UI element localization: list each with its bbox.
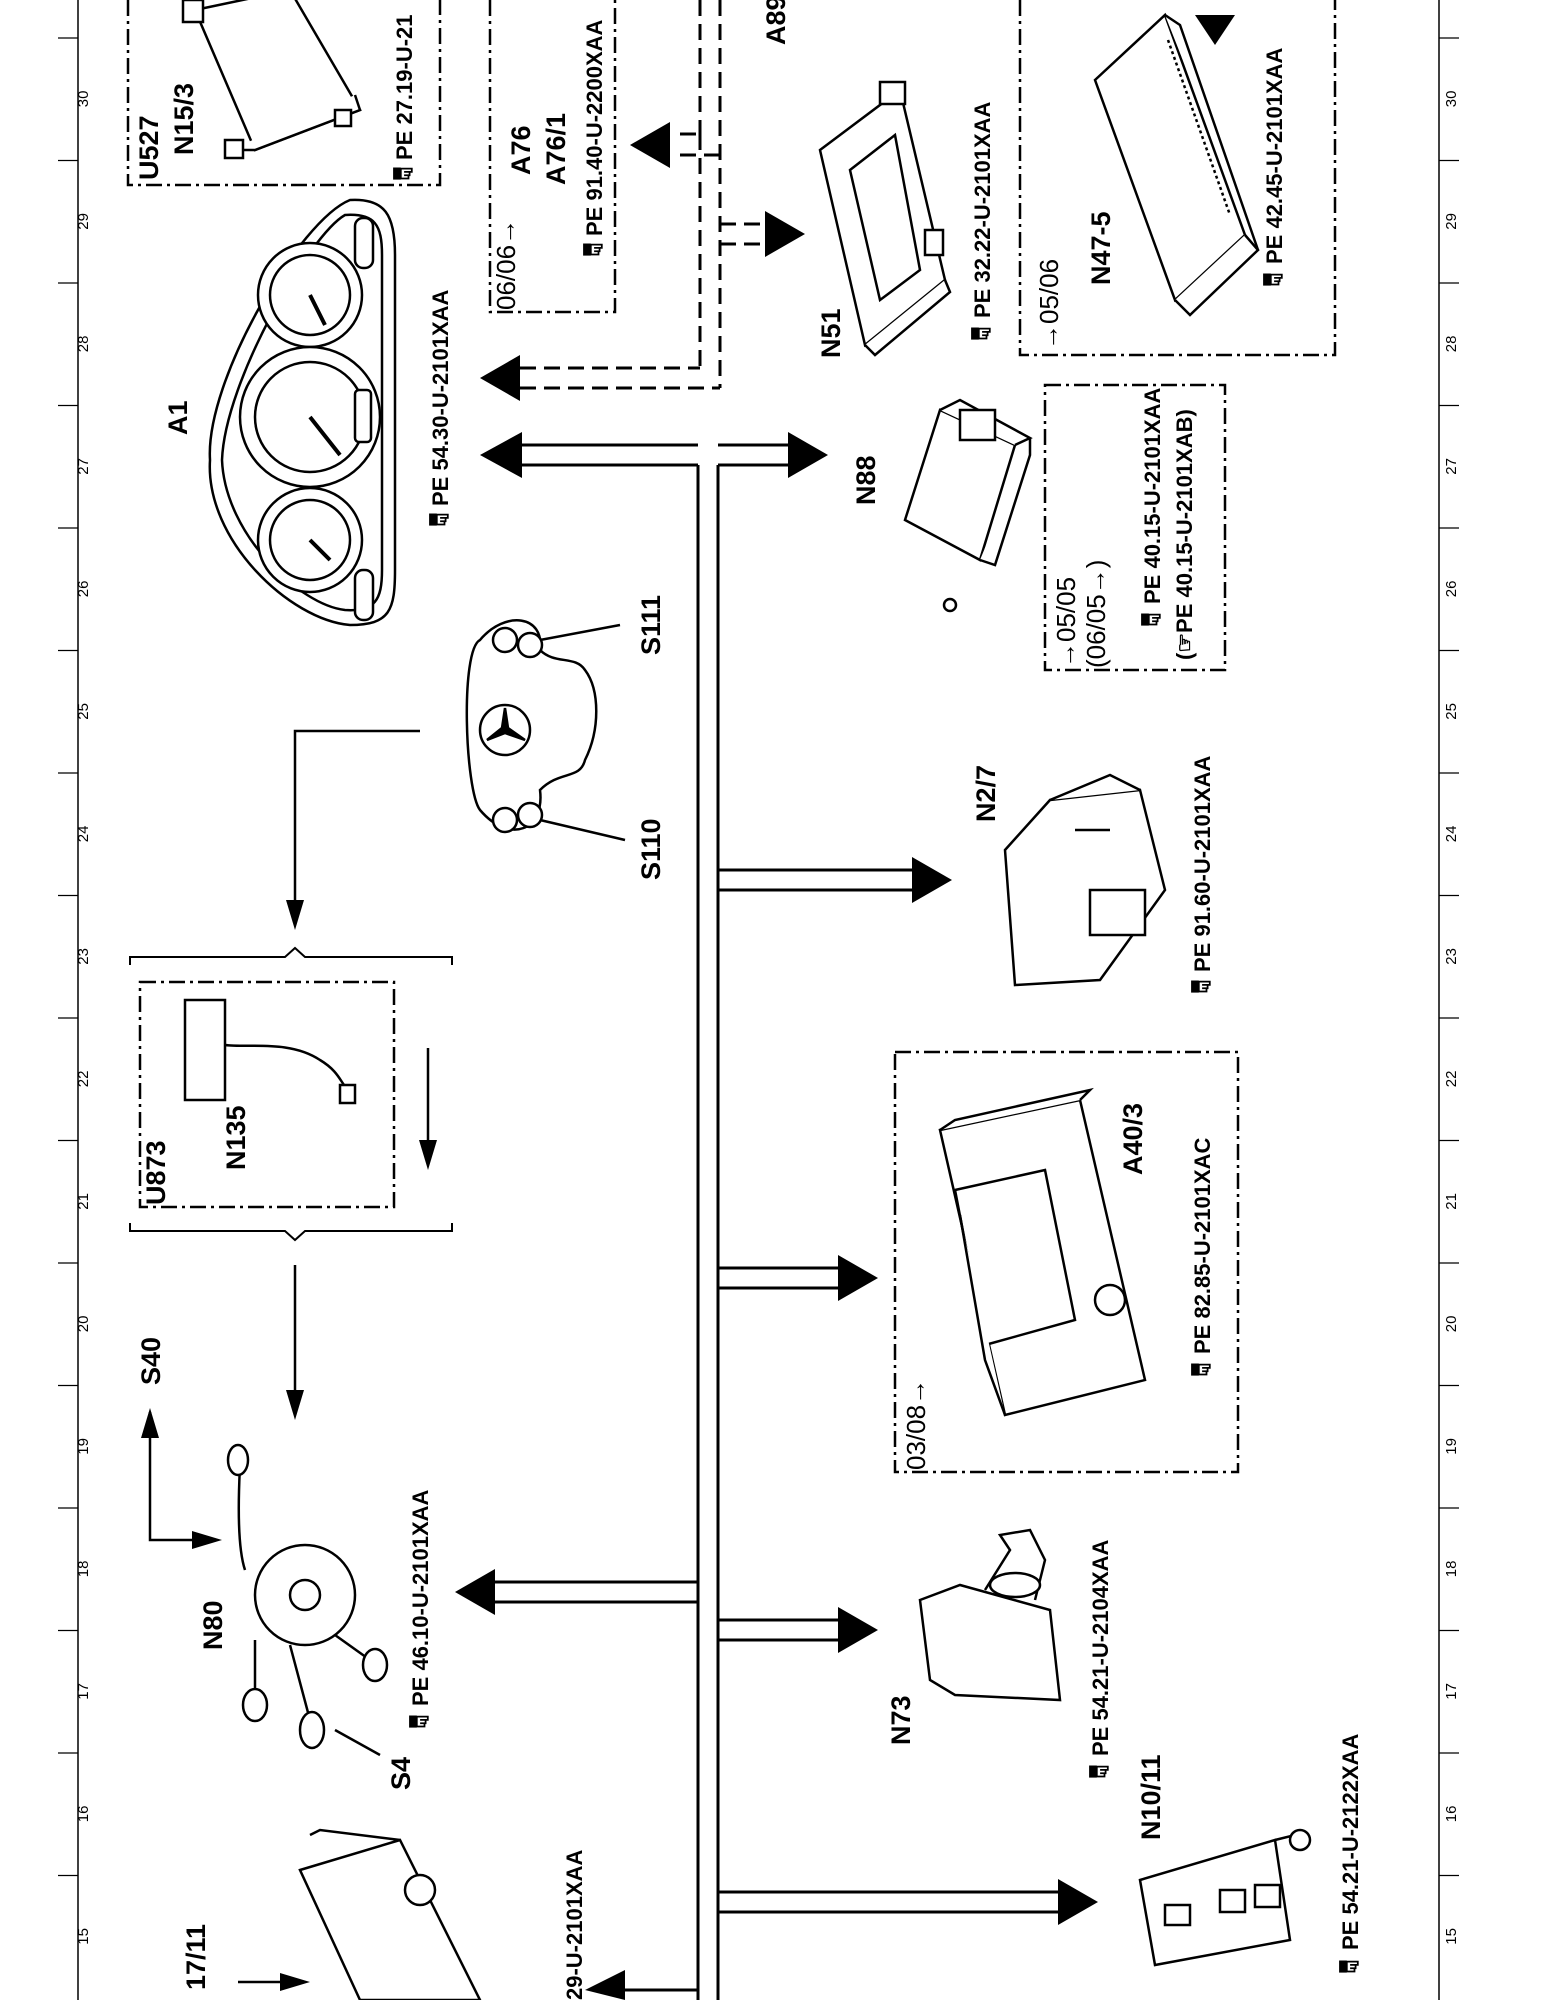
n10-11-module: [1138, 1828, 1312, 1967]
brace: [129, 946, 453, 1242]
ruler-label: 15: [75, 1928, 92, 1945]
ruler-label: 26: [75, 581, 92, 598]
label-n51: N51: [816, 308, 846, 358]
ruler-label: 19: [75, 1438, 92, 1455]
ruler-label: 19: [1443, 1438, 1460, 1455]
ref-a40: PE 82.85-U-2101XAC: [1190, 1137, 1215, 1354]
ref-n2-7: PE 91.60-U-2101XAA: [1190, 755, 1215, 972]
ref-n51: PE 32.22-U-2101XAA: [970, 101, 995, 318]
ruler-label: 27: [75, 458, 92, 475]
option-boxes: [126, 0, 1337, 1474]
ruler-label: 26: [1443, 581, 1460, 598]
ruler-label: 22: [75, 1071, 92, 1088]
ruler-label: 20: [1443, 1316, 1460, 1333]
n88-module: [903, 398, 1033, 613]
label-a40-3: A40/3: [1118, 1103, 1148, 1175]
n51-module: [818, 80, 952, 357]
n2-7-module: [1003, 773, 1167, 987]
ruler-label: 17: [75, 1683, 92, 1700]
label-u527: U527: [134, 115, 164, 180]
label-s111: S111: [636, 595, 666, 655]
label-n80: N80: [198, 1600, 228, 1650]
signal-lines: [148, 729, 430, 1984]
label-s4: S4: [386, 1757, 416, 1790]
ruler-label: 15: [1443, 1928, 1460, 1945]
ruler-label: 29: [75, 213, 92, 230]
ref-n47: PE 42.45-U-2101XAA: [1262, 47, 1287, 264]
n17-11-module: [298, 1828, 482, 2000]
ref-n17: 29-U-2101XAA: [562, 1849, 587, 2000]
ruler-label: 27: [1443, 458, 1460, 475]
ruler-label: 24: [75, 826, 92, 843]
ruler-label: 28: [1443, 336, 1460, 353]
ref-n10: PE 54.21-U-2122XAA: [1338, 1733, 1363, 1950]
n47-5-module: [1093, 12, 1260, 317]
ruler-label: 30: [1443, 91, 1460, 108]
ref-n15: PE 27.19-U-21: [392, 14, 417, 160]
ruler-label: 20: [75, 1316, 92, 1333]
bus-arrows: [455, 432, 1098, 2000]
can-bus: [490, 443, 1060, 2000]
left-ruler: [77, 0, 1440, 2000]
ruler-label: 21: [1443, 1193, 1460, 1210]
ruler-label: 24: [1443, 826, 1460, 843]
ruler-label: 18: [1443, 1561, 1460, 1578]
ref-n88-a: PE 40.15-U-2101XAA: [1140, 387, 1165, 604]
ref-a76: PE 91.40-U-2200XAA: [582, 19, 607, 236]
label-s40: S40: [136, 1337, 166, 1385]
ruler-label: 18: [75, 1561, 92, 1578]
optional-arrows: [480, 15, 1235, 401]
label-n15-3: N15/3: [169, 83, 199, 155]
n80-module: [226, 1443, 389, 1757]
instrument-cluster: [208, 198, 397, 627]
ref-n88-b: (☞PE 40.15-U-2101XAB): [1172, 409, 1197, 660]
date-a76: 06/06→: [491, 219, 521, 310]
label-n73: N73: [886, 1695, 916, 1745]
label-n2-7: N2/7: [971, 765, 1001, 822]
label-u873: U873: [141, 1140, 171, 1205]
label-n17-11: 17/11: [181, 1924, 211, 1990]
ruler-label: 21: [75, 1193, 92, 1210]
ruler-label: 23: [1443, 948, 1460, 965]
label-s110: S110: [636, 818, 666, 880]
ruler-label: 23: [75, 948, 92, 965]
ruler-label: 25: [1443, 703, 1460, 720]
label-n88: N88: [851, 455, 881, 505]
ruler-label: 16: [1443, 1806, 1460, 1823]
date-n88-a: →05/05: [1051, 577, 1081, 668]
steering-switches: [465, 619, 626, 842]
date-n88-b: (06/05→): [1081, 560, 1111, 668]
signal-arrows: [141, 900, 437, 1991]
ruler-label: 28: [75, 336, 92, 353]
n135-module: [183, 998, 357, 1105]
n73-module: [918, 1528, 1062, 1702]
ref-n73: PE 54.21-U-2104XAA: [1088, 1539, 1113, 1756]
a40-3-head-unit: [938, 1087, 1147, 1417]
label-a1: A1: [163, 400, 193, 435]
label-n47-5: N47-5: [1086, 211, 1116, 285]
label-n10-11: N10/11: [1136, 1754, 1166, 1840]
ruler-label: 16: [75, 1806, 92, 1823]
ruler-label: 29: [1443, 213, 1460, 230]
ruler-label: 25: [75, 703, 92, 720]
ref-n80: PE 46.10-U-2101XAA: [408, 1489, 433, 1706]
ref-a1: PE 54.30-U-2101XAA: [428, 289, 453, 506]
label-a89: A89: [761, 0, 791, 45]
labels: U527 N15/3 A76 A76/1 A89 A1 N51 N47-5 N8…: [134, 0, 1166, 1990]
ruler-label: 17: [1443, 1683, 1460, 1700]
n15-3-module: [181, 0, 362, 160]
ruler-label: 30: [75, 91, 92, 108]
date-codes: 06/06→ →05/06 →05/05 (06/05→) 03/08→: [491, 219, 1111, 1470]
optional-lines: [520, 0, 770, 390]
ruler-label: 22: [1443, 1071, 1460, 1088]
page-references: PE 27.19-U-21 PE 91.40-U-2200XAA PE 54.3…: [392, 14, 1363, 2000]
date-a40: 03/08→: [901, 1379, 931, 1470]
label-a76-1: A76/1: [541, 113, 571, 185]
date-n47: →05/06: [1034, 259, 1064, 350]
label-n135: N135: [221, 1105, 251, 1170]
label-a76: A76: [506, 125, 536, 175]
